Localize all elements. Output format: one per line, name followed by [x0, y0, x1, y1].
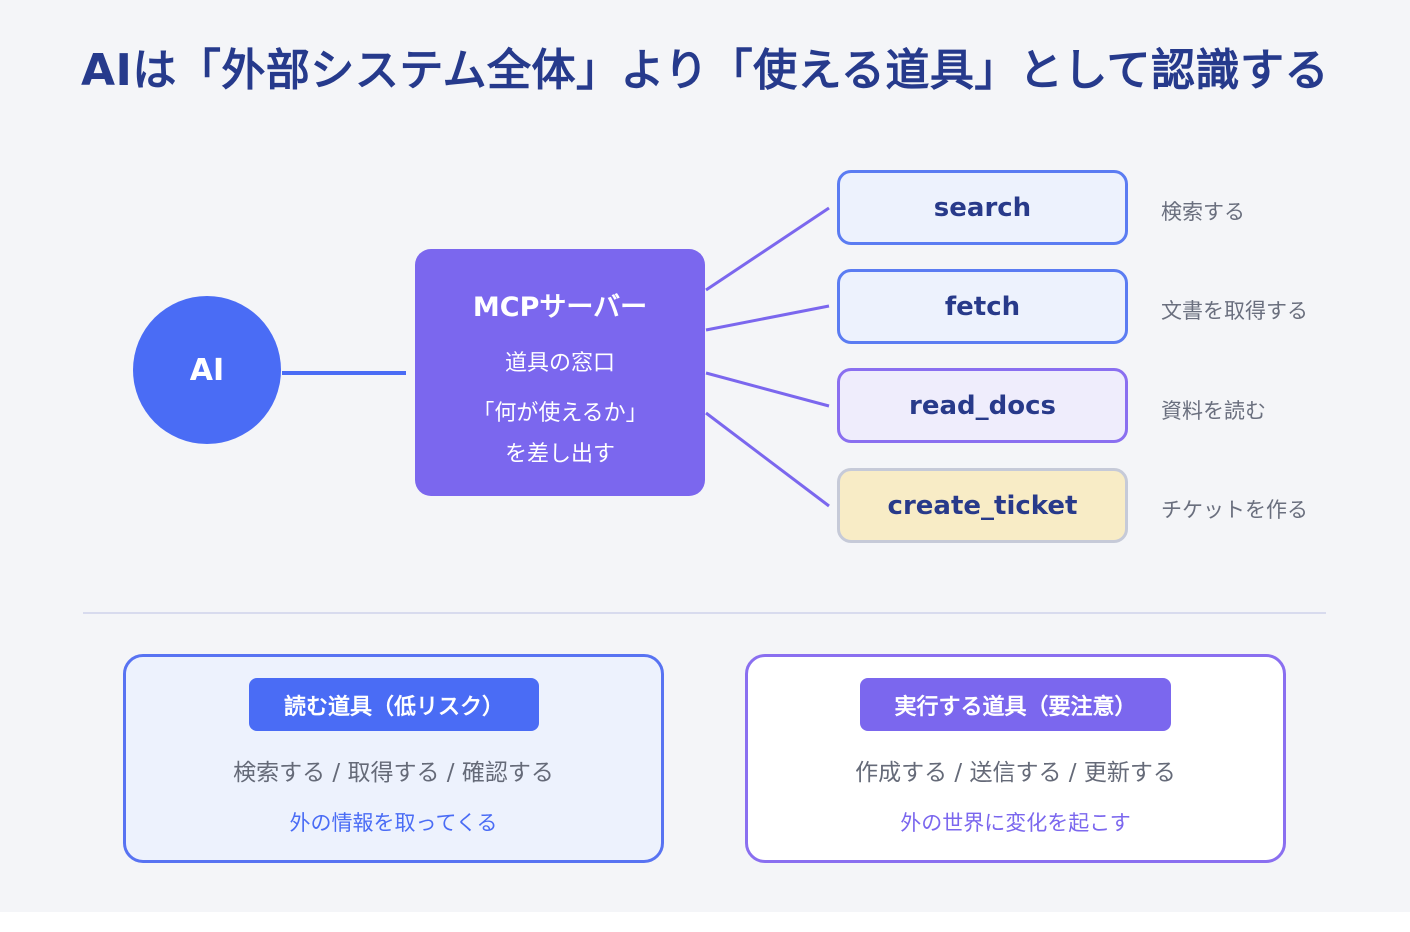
- tool-read-docs-label: read_docs: [909, 390, 1056, 421]
- read-tools-actions: 検索する / 取得する / 確認する: [233, 760, 554, 786]
- mcp-server-line-3: を差し出す: [504, 442, 615, 467]
- mcp-server-line-2: 「何が使えるか」: [472, 401, 648, 426]
- tool-search-description: 検索する: [1161, 200, 1245, 224]
- exec-tools-note: 外の世界に変化を起こす: [900, 811, 1131, 835]
- read-tools-card: 読む道具（低リスク） 検索する / 取得する / 確認する 外の情報を取ってくる: [123, 654, 664, 863]
- ai-node-label: AI: [189, 352, 225, 388]
- mcp-to-search-connector: [705, 206, 830, 292]
- tool-read-docs-description: 資料を読む: [1161, 399, 1266, 423]
- tool-search[interactable]: search: [837, 170, 1128, 245]
- tool-fetch[interactable]: fetch: [837, 269, 1128, 344]
- tool-search-label: search: [933, 192, 1032, 223]
- section-divider: [83, 612, 1326, 614]
- mcp-server-node: MCPサーバー 道具の窓口 「何が使えるか」 を差し出す: [415, 249, 705, 496]
- tool-create-ticket-description: チケットを作る: [1161, 498, 1308, 522]
- mcp-server-line-1: 道具の窓口: [504, 351, 615, 376]
- tool-create-ticket[interactable]: create_ticket: [837, 468, 1128, 543]
- connector-lines: [282, 206, 830, 508]
- tool-fetch-description: 文書を取得する: [1161, 299, 1308, 323]
- read-tools-badge: 読む道具（低リスク）: [249, 678, 539, 731]
- mcp-server-title: MCPサーバー: [472, 292, 648, 323]
- exec-tools-badge: 実行する道具（要注意）: [860, 678, 1171, 731]
- mcp-to-fetch-connector: [705, 304, 830, 332]
- page-title: AIは「外部システム全体」より「使える道具」として認識する: [80, 45, 1330, 96]
- tool-create-ticket-label: create_ticket: [887, 490, 1078, 521]
- tool-fetch-label: fetch: [944, 291, 1021, 322]
- read-tools-note: 外の情報を取ってくる: [289, 811, 498, 835]
- mcp-to-read-docs-connector: [705, 371, 830, 408]
- tool-read-docs[interactable]: read_docs: [837, 368, 1128, 443]
- mcp-to-create-ticket-connector: [705, 411, 830, 508]
- exec-tools-card: 実行する道具（要注意） 作成する / 送信する / 更新する 外の世界に変化を起…: [745, 654, 1286, 863]
- diagram-canvas: AIは「外部システム全体」より「使える道具」として認識する AI MCPサーバー…: [0, 0, 1410, 912]
- exec-tools-actions: 作成する / 送信する / 更新する: [855, 760, 1176, 786]
- ai-node: AI: [133, 296, 281, 444]
